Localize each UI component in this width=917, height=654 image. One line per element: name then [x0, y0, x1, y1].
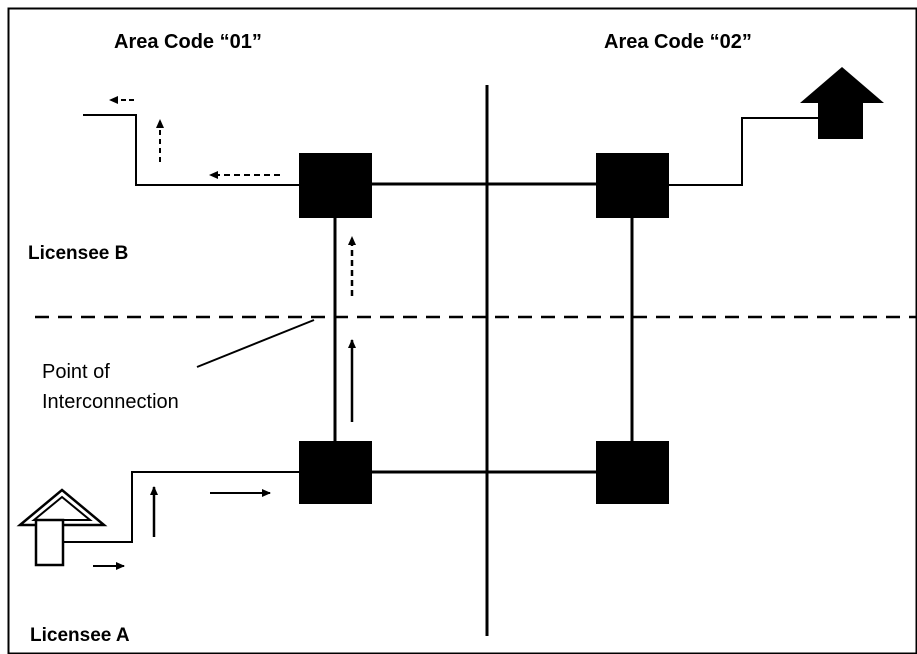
diagram-border [7, 7, 917, 654]
poi-pointer-line [196, 319, 315, 368]
licensee-b-label: Licensee B [28, 243, 128, 264]
house-solid-icon [800, 67, 884, 139]
area-code-01-label: Area Code “01” [114, 31, 262, 53]
poi-label-line2: Interconnection [42, 391, 179, 413]
switch-a-area01 [299, 441, 372, 504]
switch-a-area02 [596, 441, 669, 504]
switch-b-area02 [596, 153, 669, 218]
receiver-line [669, 117, 818, 186]
licensee-a-label: Licensee A [30, 625, 130, 646]
licensee-b-area01-line [83, 114, 299, 186]
caller-line [62, 471, 299, 543]
area-code-02-label: Area Code “02” [604, 31, 752, 53]
switch-b-area01 [299, 153, 372, 218]
house-outline-icon [16, 488, 108, 567]
poi-label-line1: Point of [42, 361, 110, 383]
